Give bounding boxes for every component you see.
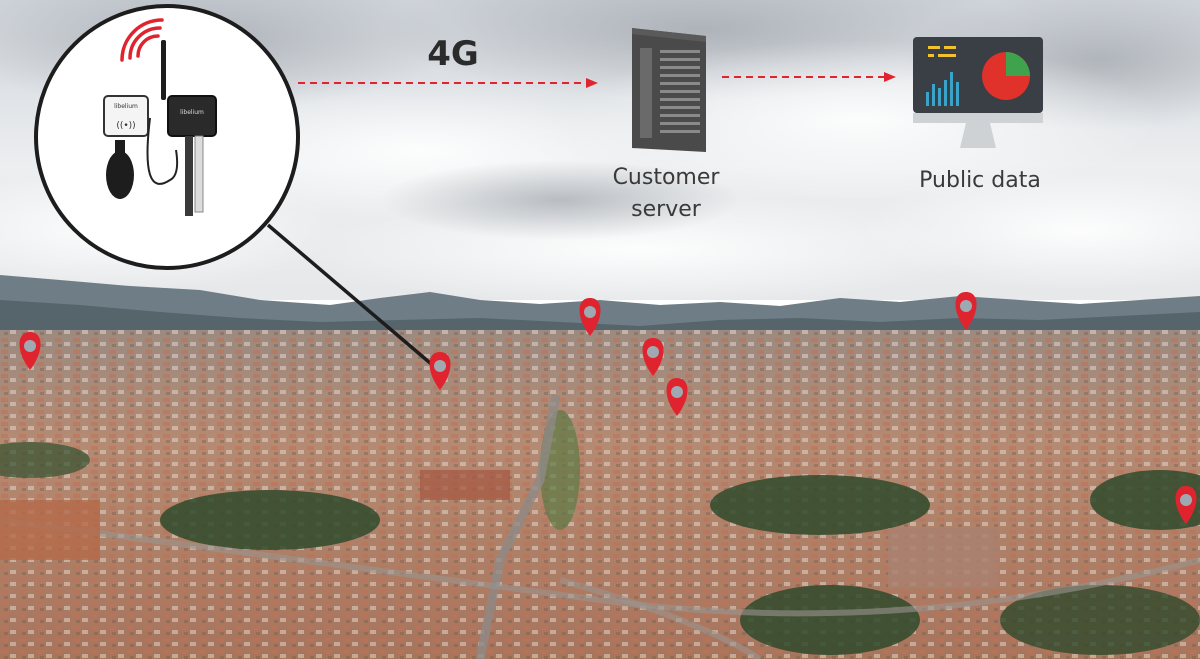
- monitor-dashboard-icon: [913, 37, 1043, 148]
- zoom-connector-line: [266, 223, 438, 370]
- svg-text:libelium: libelium: [114, 103, 138, 110]
- map-pin-icon: [666, 378, 688, 416]
- customer-server-label: Customer server: [596, 162, 736, 226]
- map-pin-icon: [1175, 486, 1197, 524]
- public-data-label: Public data: [919, 168, 1041, 193]
- map-pin-icon: [642, 338, 664, 376]
- server-label-line1: Customer: [612, 165, 720, 190]
- arrow-server-to-public: [722, 72, 896, 82]
- device-zoom-circle: libelium ((•)) libelium: [34, 4, 300, 270]
- map-pin-icon: [19, 332, 41, 370]
- arrow-device-to-server: [298, 78, 598, 88]
- map-pin-icon: [955, 292, 977, 330]
- server-icon: [632, 28, 706, 152]
- map-pins: [19, 292, 1197, 524]
- svg-text:((•)): ((•)): [116, 121, 135, 131]
- svg-text:libelium: libelium: [180, 109, 204, 116]
- server-label-line2: server: [631, 197, 701, 222]
- wifi-signal-icon: [120, 18, 164, 62]
- sensor-device-icon: libelium ((•)) libelium: [103, 40, 217, 216]
- network-label: 4G: [427, 34, 479, 74]
- map-pin-icon: [429, 352, 451, 390]
- city-aerial: [0, 330, 1200, 659]
- map-pin-icon: [579, 298, 601, 336]
